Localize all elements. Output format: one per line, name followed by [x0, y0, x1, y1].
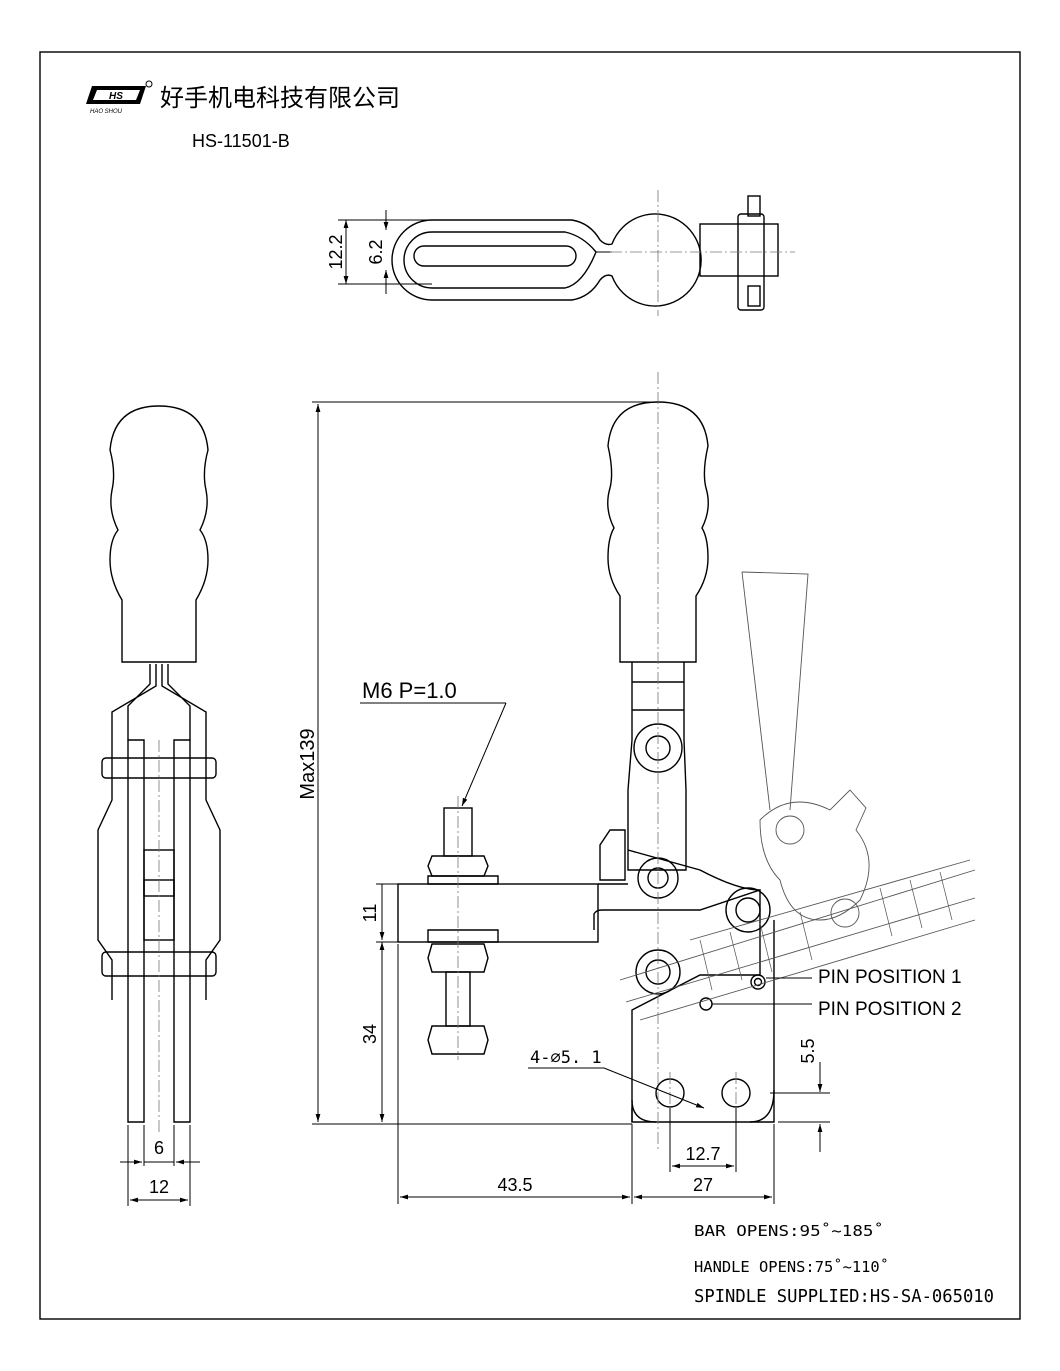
dim-top-slot: 6.2 — [366, 239, 386, 264]
dim-arm-spindle — [376, 883, 398, 1122]
logo-text: HS — [109, 91, 123, 102]
dim-side-outer: 12 — [149, 1177, 169, 1197]
pin-leaders — [712, 977, 812, 1005]
dim-side-inner: 6 — [154, 1138, 164, 1158]
dim-side-width — [120, 1125, 200, 1206]
side-view — [97, 405, 221, 1123]
dim-hole-offset-label: 5.5 — [798, 1038, 818, 1063]
sheet-border — [39, 51, 1021, 1320]
dim-top-width — [338, 210, 432, 294]
thread-leader — [360, 702, 507, 807]
hole-spec: 4-∅5. 1 — [530, 1048, 602, 1068]
pin-position-1-label: PIN POSITION 1 — [818, 967, 962, 988]
note-spindle-supplied: SPINDLE SUPPLIED:HS-SA-065010 — [694, 1286, 994, 1307]
company-logo: HS HAO SHOU — [86, 80, 153, 115]
dim-arm-thickness: 11 — [360, 904, 380, 923]
pivots — [633, 723, 771, 1108]
open-position-phantom — [619, 571, 976, 1021]
dim-hole-offset — [770, 1062, 830, 1152]
dim-max-height-label: Max139 — [297, 728, 319, 799]
pin-position-2-label: PIN POSITION 2 — [818, 999, 962, 1020]
dim-base-width: 27 — [693, 1175, 713, 1195]
front-centerlines — [457, 372, 737, 1150]
part-number: HS-11501-B — [192, 131, 290, 151]
note-handle-opens: HANDLE OPENS:75˚~110˚ — [694, 1258, 889, 1276]
dim-base — [397, 944, 775, 1204]
dim-hole-spacing: 12.7 — [685, 1144, 720, 1164]
thread-spec: M6 P=1.0 — [362, 678, 457, 703]
hole-callout — [528, 1067, 705, 1109]
company-name: 好手机电科技有限公司 — [160, 84, 400, 112]
logo-subtext: HAO SHOU — [90, 109, 123, 115]
dim-reach: 43.5 — [497, 1175, 532, 1195]
dim-spindle-height: 34 — [360, 1024, 380, 1044]
front-view — [397, 401, 775, 1123]
top-view — [391, 195, 779, 311]
pin-position-2-hole — [699, 997, 713, 1011]
pin-position-1-hole — [750, 974, 766, 990]
dim-top-outer: 12.2 — [326, 234, 346, 269]
note-bar-opens: BAR OPENS:95˚~185˚ — [694, 1222, 884, 1240]
dim-max-height — [312, 401, 658, 1125]
